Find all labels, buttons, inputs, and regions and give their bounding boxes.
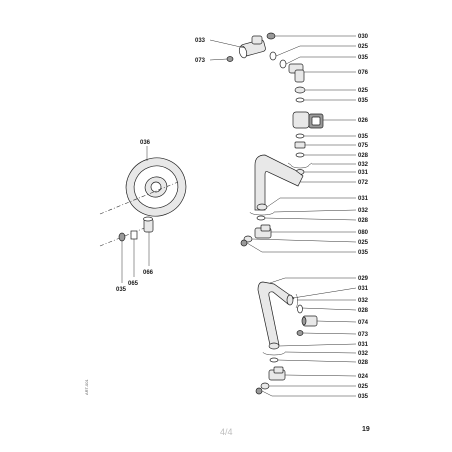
callout-031-lower-b: 031 xyxy=(358,342,369,348)
valve-080 xyxy=(254,224,272,239)
plug-073-lower xyxy=(296,330,304,336)
callout-028-upper: 028 xyxy=(358,153,369,159)
valve-024 xyxy=(268,366,286,381)
valve-026 xyxy=(292,111,324,129)
leader-lines-right xyxy=(209,35,357,397)
oring-035-bottom xyxy=(255,387,263,395)
callout-074: 074 xyxy=(358,320,369,326)
callout-025-top: 025 xyxy=(358,44,369,50)
callout-032-mid: 032 xyxy=(358,208,369,214)
oring-035-top xyxy=(279,59,287,69)
nut-025-upper xyxy=(294,86,306,94)
washer-025-top xyxy=(269,51,277,61)
callout-031-lower-a: 031 xyxy=(358,286,369,292)
callout-025-bottom: 025 xyxy=(358,384,369,390)
axis-dashed-line-lower xyxy=(99,224,153,247)
callout-073-lower: 073 xyxy=(358,332,369,338)
fitting-075 xyxy=(294,141,306,149)
callout-035-top: 035 xyxy=(358,55,369,61)
side-reference-code: ART-001 xyxy=(84,379,89,395)
callout-028-mid: 028 xyxy=(358,218,369,224)
nut-025-bottom xyxy=(260,382,270,390)
oring-035-upper xyxy=(295,97,305,103)
callout-028-lower-b: 028 xyxy=(358,360,369,366)
callout-080: 080 xyxy=(358,230,369,236)
callout-labels: 033 073 030 025 035 076 025 035 026 035 … xyxy=(116,34,369,400)
callout-076: 076 xyxy=(358,70,369,76)
tee-fitting-033 xyxy=(238,35,266,59)
washer-028-lower xyxy=(256,215,266,221)
oring-035-lower xyxy=(240,239,248,247)
elbow-076 xyxy=(288,63,305,83)
callout-036: 036 xyxy=(140,140,151,146)
callout-031-upper: 031 xyxy=(358,170,369,176)
callout-029: 029 xyxy=(358,276,369,282)
callout-025-upper: 025 xyxy=(358,88,369,94)
callout-073-top: 073 xyxy=(195,58,206,64)
page-label: 4/4 xyxy=(220,427,233,437)
nut-030 xyxy=(266,32,276,40)
clip-032-upper xyxy=(287,162,313,169)
clip-032-lower-top xyxy=(295,293,298,309)
page-number: 19 xyxy=(362,426,370,433)
callout-065: 065 xyxy=(128,281,139,287)
oring-035-mid xyxy=(295,133,305,139)
callout-035-bottom: 035 xyxy=(358,394,369,400)
cover-disc-036 xyxy=(125,157,187,217)
washer-028-lower-top xyxy=(297,304,303,314)
callout-028-lower-a: 028 xyxy=(358,308,369,314)
callout-025-mid: 025 xyxy=(358,240,369,246)
nut-031-lower xyxy=(256,203,268,211)
pipe-072 xyxy=(254,154,304,211)
clip-032-lower xyxy=(249,211,275,216)
callout-035-upper: 035 xyxy=(358,98,369,104)
washer-028-lower-bottom xyxy=(269,357,279,363)
callout-024: 024 xyxy=(358,374,369,380)
callout-030: 030 xyxy=(358,34,369,40)
washer-028-upper xyxy=(295,152,305,158)
callout-035-mid-lower: 035 xyxy=(358,250,369,256)
callout-075: 075 xyxy=(358,143,369,149)
clip-032-lower-bottom xyxy=(262,351,286,356)
callout-072: 072 xyxy=(358,180,369,186)
knob-066 xyxy=(143,216,154,233)
callout-032-lower-a: 032 xyxy=(358,298,369,304)
callout-035-left: 035 xyxy=(116,287,127,293)
fitting-074 xyxy=(301,315,318,327)
plug-073-top xyxy=(226,56,234,62)
nut-031-lower-bottom xyxy=(268,342,280,350)
axis-dashed-line-upper xyxy=(99,181,179,215)
pipe-029 xyxy=(257,281,295,346)
callout-035-mid: 035 xyxy=(358,134,369,140)
screw-035-left xyxy=(118,232,126,242)
callout-066: 066 xyxy=(143,270,154,276)
callout-031-mid: 031 xyxy=(358,196,369,202)
callout-032-upper: 032 xyxy=(358,162,369,168)
callout-026: 026 xyxy=(358,118,369,124)
callout-033: 033 xyxy=(195,38,206,44)
callout-032-lower-b: 032 xyxy=(358,351,369,357)
spacer-065 xyxy=(130,230,138,240)
nut-031-lower-top xyxy=(286,294,294,306)
